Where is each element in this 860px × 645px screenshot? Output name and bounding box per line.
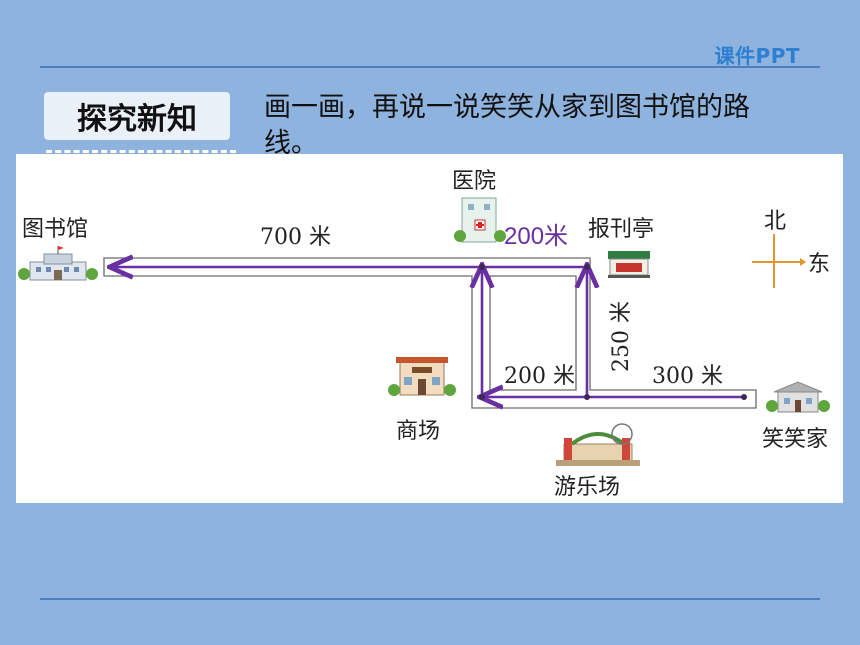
section-badge: 探究新知 xyxy=(44,92,230,140)
park-gate-icon xyxy=(556,423,640,466)
newsstand-icon xyxy=(608,251,650,278)
bottom-divider xyxy=(40,598,820,600)
node-newsstand xyxy=(584,264,590,270)
task-prompt: 画一画，再说一说笑笑从家到图书馆的路线。 xyxy=(264,92,750,159)
label-mall: 商场 xyxy=(396,419,440,444)
compass-east-label: 东 xyxy=(808,252,830,277)
distance-mall-park: 200 米 xyxy=(504,364,575,389)
distance-hospital-newsstand: 200米 xyxy=(504,223,568,250)
label-park: 游乐场 xyxy=(554,475,620,500)
drawn-route xyxy=(112,267,744,397)
brand-logo: 课件PPT xyxy=(714,44,800,68)
road-network xyxy=(103,257,757,409)
badge-dash-line xyxy=(46,150,236,153)
distance-newsstand-park: 250 米 xyxy=(609,301,634,372)
route-map: 图书馆 医院 报刊亭 商场 xyxy=(16,154,843,503)
node-park xyxy=(584,394,590,400)
hospital-building-icon xyxy=(454,197,506,243)
road-inner-block xyxy=(489,275,577,391)
distance-library-hospital: 700 米 xyxy=(260,225,331,250)
node-mall xyxy=(479,394,485,400)
node-home xyxy=(741,394,747,400)
label-library: 图书馆 xyxy=(22,217,88,242)
compass-north-label: 北 xyxy=(764,209,786,234)
library-building-icon xyxy=(18,246,98,281)
label-hospital: 医院 xyxy=(452,169,496,194)
route-nodes xyxy=(479,264,747,400)
road-outer xyxy=(103,257,757,409)
home-building-icon xyxy=(766,381,830,413)
label-home: 笑笑家 xyxy=(762,427,828,452)
distance-park-home: 300 米 xyxy=(652,364,723,389)
mall-building-icon xyxy=(388,357,456,396)
top-divider xyxy=(40,66,820,68)
node-hospital xyxy=(479,264,485,270)
compass-icon xyxy=(752,234,806,288)
label-newsstand: 报刊亭 xyxy=(588,217,654,242)
route-map-svg: 图书馆 医院 报刊亭 商场 xyxy=(18,169,830,500)
